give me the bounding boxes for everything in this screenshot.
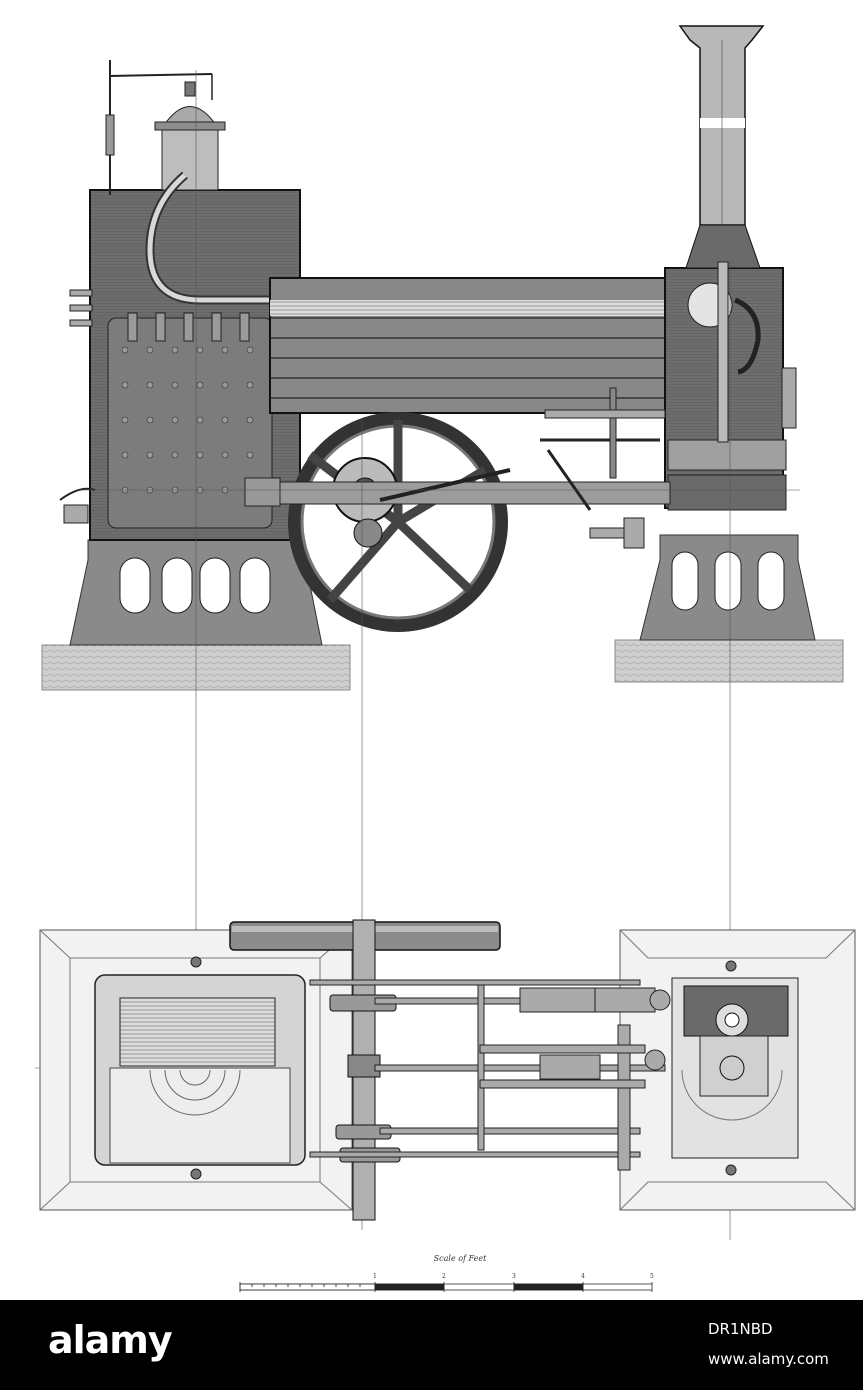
plan-view	[39, 919, 856, 1292]
tube-plate	[119, 997, 276, 1067]
plan-rods	[309, 979, 671, 1171]
safety-valve-lever	[105, 60, 213, 195]
flywheel	[288, 412, 508, 632]
image-id: DR1NBD	[708, 1320, 773, 1338]
gauge-cocks	[59, 289, 797, 549]
elevation-view	[35, 25, 855, 1240]
right-foundation-stone	[614, 639, 844, 683]
motion-work	[244, 387, 671, 511]
scale-tick-label: 1	[373, 1273, 377, 1280]
scale-bar	[239, 1282, 653, 1292]
engine-drawing	[35, 25, 856, 1292]
scale-caption: Scale of Feet	[433, 1254, 487, 1263]
steam-dome	[154, 81, 226, 191]
scale-tick-label: 4	[581, 1273, 585, 1280]
site-url: www.alamy.com	[708, 1350, 829, 1368]
scale-tick-label: 2	[442, 1273, 446, 1280]
chimney	[678, 25, 765, 269]
scale-tick-label: 3	[512, 1273, 516, 1280]
brand-logo: alamy	[48, 1318, 173, 1362]
watermark-footer	[0, 1300, 863, 1390]
scale-tick-label: 5	[650, 1273, 654, 1280]
